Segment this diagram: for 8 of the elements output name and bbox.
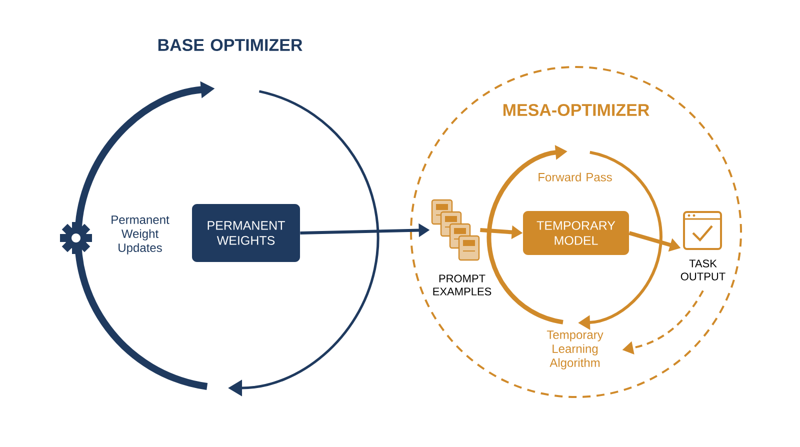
- node-label: TASK OUTPUT: [680, 260, 726, 280]
- side-label: Forward Pass: [538, 172, 612, 182]
- side-label: Permanent Weight Updates: [112, 216, 170, 254]
- node-label: PROMPT EXAMPLES: [433, 274, 492, 296]
- heading: BASE OPTIMIZER: [158, 38, 302, 52]
- process-box: TEMPORARY MODEL: [523, 211, 629, 255]
- side-label: Temporary Learning Algorithm: [546, 330, 604, 370]
- process-box: PERMANENT WEIGHTS: [192, 204, 300, 262]
